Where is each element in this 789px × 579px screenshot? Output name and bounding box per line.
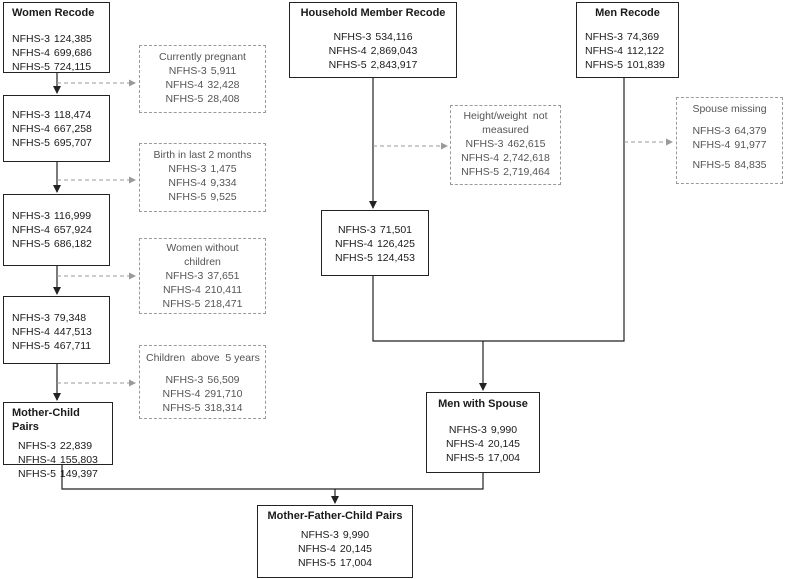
- excluded-birth-title: Birth in last 2 months: [153, 149, 252, 161]
- excluded-above5-title: Children above 5 years: [146, 352, 260, 364]
- connector-merge-spouse: [372, 78, 625, 342]
- women-recode-title: Women Recode: [12, 7, 95, 19]
- excluded-pregnant-title: Currently pregnant: [159, 51, 246, 63]
- connector-final: [61, 465, 484, 490]
- mother-child-pairs-title: Mother-Child Pairs: [12, 407, 80, 433]
- excluded-nochildren-title-line2: children: [184, 256, 221, 268]
- mfc-pairs-title: Mother-Father-Child Pairs: [267, 510, 403, 522]
- excluded-spouse-title: Spouse missing: [692, 103, 767, 115]
- excluded-height-title-line2: measured: [482, 124, 529, 136]
- household-recode-title: Household Member Recode: [300, 7, 446, 19]
- men-with-spouse-title: Men with Spouse: [438, 398, 528, 410]
- men-recode-title: Men Recode: [595, 7, 660, 19]
- excluded-height-title-line1: Height/weight not: [463, 110, 548, 122]
- excluded-nochildren-title-line1: Women without: [166, 242, 239, 254]
